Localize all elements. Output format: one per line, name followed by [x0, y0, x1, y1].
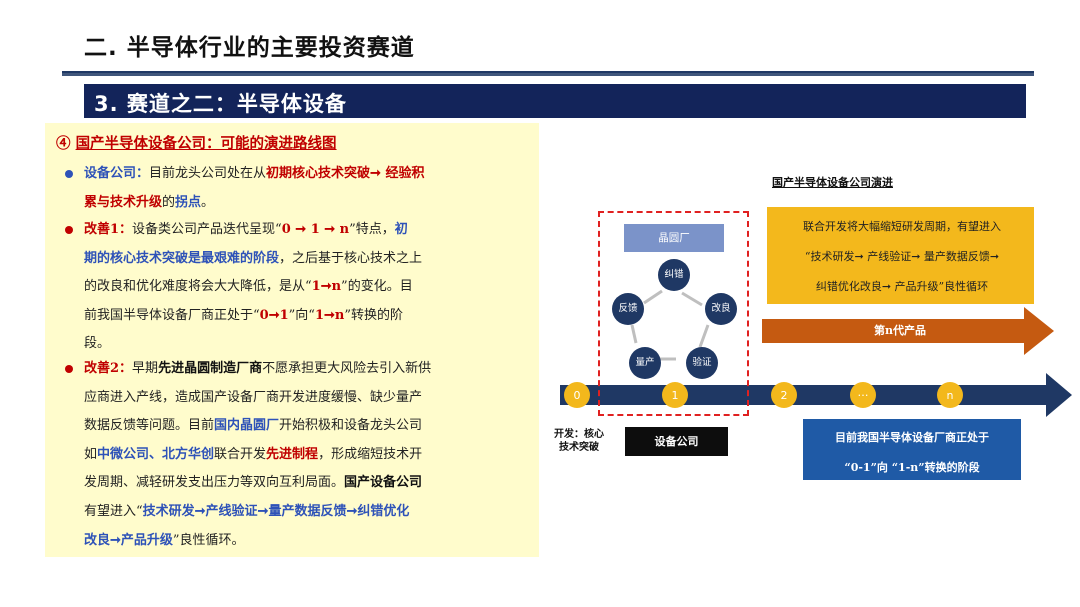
bullet-text: ”特点，: [349, 222, 395, 237]
bullet-text: 开始积极和设备龙头公司: [279, 418, 423, 434]
orange-note-line: “技术研发➞ 产线验证➞ 量产数据反馈➞: [804, 250, 1000, 263]
bullet-dot-icon: [65, 365, 73, 373]
equipment-company-box: 设备公司: [625, 427, 728, 456]
bullet-highlight: 国产设备公司: [344, 475, 423, 491]
bullet-highlight: 国内晶圆厂: [214, 418, 280, 434]
bullet-text: ，之后基于核心技术之上: [279, 250, 423, 266]
cycle-node-mass-production: 量产: [629, 347, 661, 379]
bullet-highlight: 0 ➞ 1 ➞ n: [281, 222, 350, 237]
section-bar: [84, 84, 1026, 118]
section-title: 3. 赛道之二：半导体设备: [94, 92, 347, 116]
bullet-lead: 设备公司：: [84, 166, 150, 181]
bullet-text: 目前龙头公司处在从: [149, 166, 267, 181]
bullet-highlight: 拐点: [175, 194, 202, 210]
bullet-text: 前我国半导体设备厂商正处于“: [84, 307, 260, 323]
bullet-text: 有望进入“: [84, 503, 143, 519]
bullet-text: 的改良和优化难度将会大大降低，是从“: [84, 279, 312, 295]
cycle-highlight-box: [598, 211, 749, 416]
bullet-text: 设备类公司产品迭代呈现“: [132, 222, 282, 237]
timeline-arrow-icon: [560, 373, 1072, 417]
bullet-highlight: 0➞1: [259, 307, 289, 323]
diagram-caption: 国产半导体设备公司演进: [772, 176, 893, 189]
bullet-lead: 改善1：: [84, 222, 133, 237]
timeline-label: …: [857, 386, 869, 399]
title-divider: [62, 71, 1034, 73]
timeline-label: 2: [780, 389, 788, 402]
timeline-point-1: [662, 382, 688, 408]
bullet-highlight: 先进制程: [266, 446, 319, 462]
bullet-text: 早期: [132, 361, 159, 376]
bullet-highlight: 技术研发➞产线验证➞量产数据反馈➞纠错优化: [142, 503, 410, 519]
bullet-highlight: ➞ 经验积: [370, 166, 425, 181]
status-note-box: 目前我国半导体设备厂商正处于 “0-1”向 “1-n”转换的阶段: [803, 419, 1021, 480]
cycle-arrows-icon: [630, 289, 710, 361]
wafer-fab-box: 晶圆厂: [624, 224, 724, 252]
bullet-improvement-2: 改善2：早期先进晶圆制造厂商不愿承担更大风险去引入新供 应商进入产线，造成国产设…: [65, 355, 532, 555]
orange-note-line: 联合开发将大幅缩短研发周期，有望进入: [803, 220, 1001, 233]
bullet-equipment-company: 设备公司：目前龙头公司处在从初期核心技术突破➞ 经验积 累与技术升级的拐点。: [65, 160, 532, 217]
timeline-label: 0: [573, 389, 581, 402]
orange-note-line: 纠错优化改良➞ 产品升级”良性循环: [815, 280, 989, 293]
orange-note-box: [767, 207, 1034, 304]
bullet-text: ”的变化。目: [341, 279, 413, 295]
sub-heading: ④ 国产半导体设备公司：可能的演进路线图: [56, 132, 337, 153]
status-note-line: 目前我国半导体设备厂商正处于: [835, 431, 989, 444]
cycle-node-verify: 验证: [686, 347, 718, 379]
development-label: 开发：核心技术突破: [554, 429, 604, 453]
bullet-improvement-1: 改善1：设备类公司产品迭代呈现“0 ➞ 1 ➞ n”特点，初 期的核心技术突破是…: [65, 216, 532, 359]
text-panel: [45, 123, 539, 557]
bullet-text: 发周期、减轻研发支出压力等双向互利局面。: [84, 475, 345, 491]
sub-heading-label: 国产半导体设备公司：可能的演进路线图: [75, 135, 337, 152]
bullet-highlight: 期的核心技术突破是最艰难的阶段: [84, 250, 280, 266]
status-note-line: “0-1”向 “1-n”转换的阶段: [844, 461, 980, 474]
page-title: 二. 半导体行业的主要投资赛道: [84, 35, 415, 61]
bullet-text: ”良性循环。: [172, 532, 245, 548]
timeline-point-0: [564, 382, 590, 408]
bullet-text: ”转换的阶: [344, 307, 403, 323]
bullet-dot-icon: [65, 226, 73, 234]
cycle-node-feedback: 反馈: [612, 293, 644, 325]
cycle-node-correct: 纠错: [658, 259, 690, 291]
bullet-text: 不愿承担更大风险去引入新供: [262, 361, 432, 376]
bullet-text: 如: [84, 446, 98, 462]
bullet-text: ”向“: [288, 307, 315, 323]
timeline-point-n: [937, 382, 963, 408]
bullet-text: 段。: [84, 336, 111, 352]
timeline-point-2: [771, 382, 797, 408]
bullet-lead: 改善2：: [84, 361, 133, 376]
timeline-point-ellipsis: [850, 382, 876, 408]
bullet-highlight: 初: [394, 222, 408, 237]
bullet-highlight: 累与技术升级: [84, 194, 163, 210]
bullet-text: ，形成缩短技术开: [318, 446, 423, 462]
next-gen-arrow-icon: [762, 307, 1054, 355]
sub-heading-number: ④: [56, 135, 71, 152]
bullet-highlight: 1➞n: [314, 307, 345, 323]
bullet-dot-icon: [65, 170, 73, 178]
next-gen-label: 第n代产品: [874, 324, 926, 337]
cycle-node-improve: 改良: [705, 293, 737, 325]
bullet-highlight: 初期核心技术突破: [266, 166, 371, 181]
bullet-highlight: 中微公司、北方华创: [97, 446, 215, 462]
bullet-text: 的: [162, 194, 176, 210]
timeline-label: 1: [671, 389, 679, 402]
bullet-text: 联合开发: [214, 446, 267, 462]
bullet-highlight: 先进晶圆制造厂商: [158, 361, 263, 376]
bullet-highlight: 改良➞产品升级: [84, 532, 173, 548]
title-divider-thick: [62, 73, 1034, 76]
timeline-label: n: [946, 389, 954, 402]
bullet-text: 应商进入产线，造成国产设备厂商开发进度缓慢、缺少量产: [84, 389, 423, 405]
bullet-text: 。: [201, 194, 215, 210]
bullet-highlight: 1➞n: [311, 279, 342, 295]
bullet-text: 数据反馈等问题。目前: [84, 418, 215, 434]
